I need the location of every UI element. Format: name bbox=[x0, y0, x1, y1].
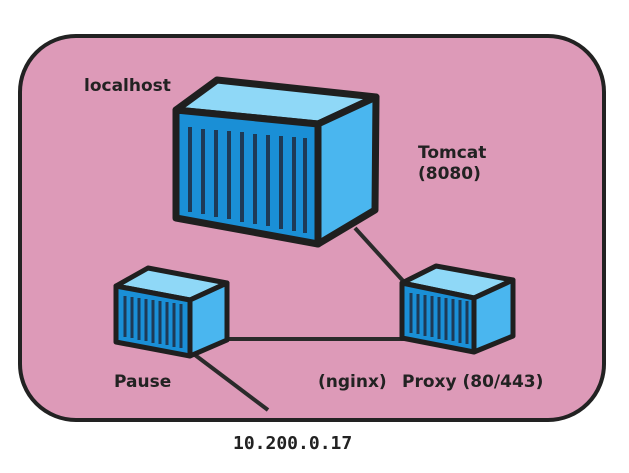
tomcat-name: Tomcat bbox=[418, 143, 487, 163]
link-tomcat-proxy bbox=[353, 226, 407, 285]
proxy-engine-label: (nginx) bbox=[318, 372, 387, 392]
pause-label: Pause bbox=[114, 372, 172, 392]
proxy-container-icon bbox=[399, 263, 516, 355]
ip-address-label: 10.200.0.17 bbox=[233, 433, 353, 454]
tomcat-port: (8080) bbox=[418, 164, 481, 185]
pause-container-icon bbox=[113, 265, 230, 359]
host-label: localhost bbox=[84, 76, 171, 96]
proxy-label: Proxy (80/443) bbox=[402, 372, 544, 392]
tomcat-container-icon bbox=[172, 76, 380, 248]
link-pause-network bbox=[193, 353, 270, 412]
tomcat-label: Tomcat (8080) bbox=[418, 143, 486, 186]
